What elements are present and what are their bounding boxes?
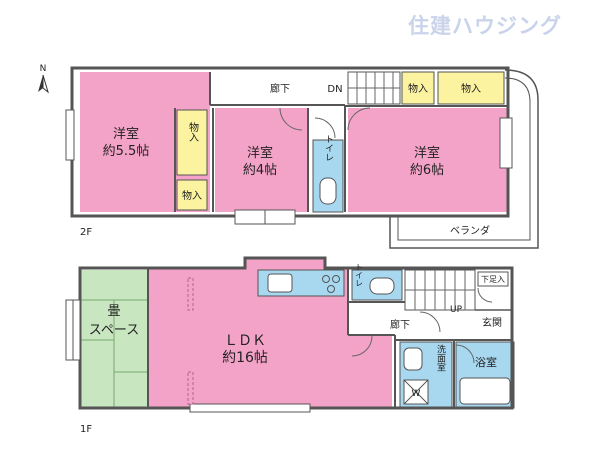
floor-2-label: 2F xyxy=(80,227,92,238)
toilet-1f-label: トイレ xyxy=(355,263,364,287)
tatami-mats xyxy=(80,299,148,408)
stove-burner-icon xyxy=(322,275,330,283)
stair-1f-label: UP xyxy=(450,305,463,315)
veranda-label: ベランダ xyxy=(450,224,490,237)
floor-1 xyxy=(65,256,515,413)
toilet-bowl-2f-icon xyxy=(319,177,337,205)
compass: N xyxy=(38,64,49,94)
tatami-name: 畳 xyxy=(107,304,120,319)
sliding-partition xyxy=(187,371,194,405)
western-room-5-5-name: 洋室 xyxy=(113,126,139,142)
stair-1f xyxy=(404,269,476,311)
closet-2f-c xyxy=(401,71,435,105)
western-room-6 xyxy=(348,108,508,212)
floor-2 xyxy=(65,66,539,249)
veranda-outline xyxy=(389,69,539,249)
closet-2f-b xyxy=(176,179,208,211)
western-room-6-name: 洋室 xyxy=(414,145,440,161)
closet-2f-d-label: 物入 xyxy=(461,82,481,95)
shoe-box-label: 下足入 xyxy=(481,275,505,284)
western-room-5-5-size: 約5.5帖 xyxy=(103,144,150,159)
hallway-1f-label: 廊下 xyxy=(390,318,410,331)
ldk-size: 約16帖 xyxy=(222,350,268,366)
stove-burner-icon xyxy=(332,275,340,283)
brand-logo: 住建ハウジング xyxy=(408,14,562,38)
toilet-bowl-1f-icon xyxy=(369,277,395,295)
washer-label: W xyxy=(412,389,421,399)
washroom-label: 洗面室 xyxy=(435,343,446,371)
stair-2f-label: DN xyxy=(327,84,342,95)
floor-1-label: 1F xyxy=(80,424,92,435)
closet-2f-c-label: 物入 xyxy=(408,82,428,95)
western-room-4-name: 洋室 xyxy=(247,145,273,161)
western-room-4-size: 約4帖 xyxy=(243,163,277,178)
hallway-2f-area xyxy=(210,75,350,105)
north-arrow-icon xyxy=(38,75,43,92)
sliding-partition xyxy=(187,277,194,311)
toilet-2f-label: トイレ xyxy=(323,135,334,162)
bathroom-label: 浴室 xyxy=(475,355,497,369)
stove-burner-icon xyxy=(327,285,335,293)
bathtub-icon xyxy=(459,377,511,405)
closet-2f-d xyxy=(437,71,505,105)
stair-2f xyxy=(347,71,401,105)
wash-basin-icon xyxy=(403,347,423,371)
shoe-box xyxy=(477,271,509,287)
hallway-2f-label: 廊下 xyxy=(270,82,290,95)
closet-2f-a-label: 物入 xyxy=(187,121,199,142)
western-room-4 xyxy=(215,108,307,212)
western-room-6-size: 約6帖 xyxy=(410,163,444,178)
compass-north-label: N xyxy=(40,64,47,74)
closet-2f-a xyxy=(176,109,208,176)
kitchen-sink-icon xyxy=(267,273,293,293)
closet-2f-b-label: 物入 xyxy=(182,189,202,202)
north-arrow-outline xyxy=(42,74,49,94)
tatami-name-2: スペース xyxy=(89,323,139,338)
veranda-rail xyxy=(397,77,531,241)
entrance-label: 玄関 xyxy=(482,316,502,329)
ldk-name: ＬＤＫ xyxy=(224,333,266,349)
